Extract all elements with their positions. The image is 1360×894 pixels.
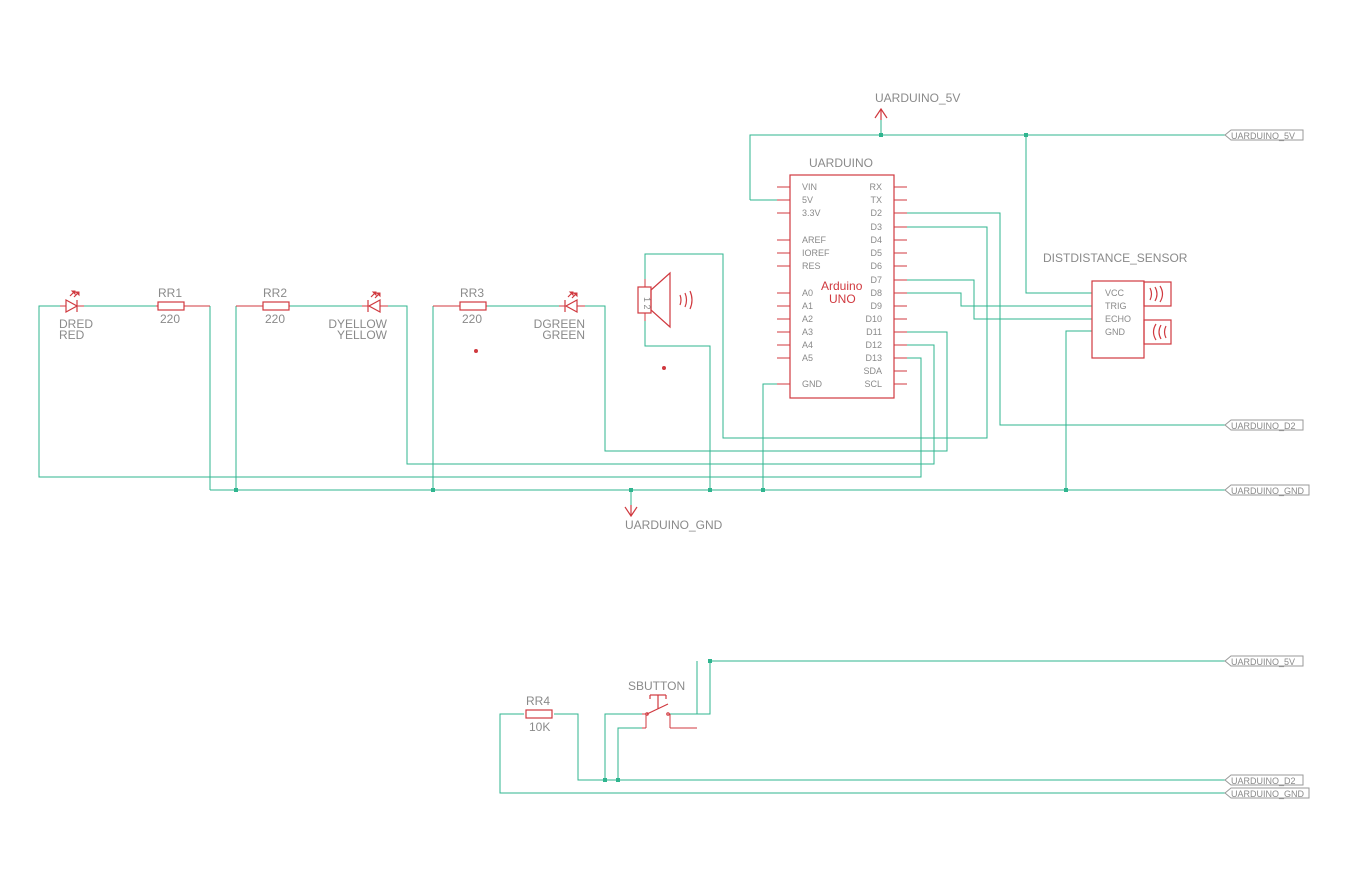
supply-gnd-symbol: UARDUINO_GND xyxy=(624,505,723,532)
supply-5v-symbol: UARDUINO_5V xyxy=(874,91,960,120)
arduino-value-line2: UNO xyxy=(829,292,856,306)
supply-gnd-label: UARDUINO_GND xyxy=(625,518,723,532)
pin-label: D13 xyxy=(865,353,882,363)
pin-label: 3.3V xyxy=(802,208,821,218)
resistor-rr2-name: RR2 xyxy=(263,286,287,300)
buzzer-pin-label: 1 2 xyxy=(642,297,652,310)
pin-label: A5 xyxy=(802,353,813,363)
pin-label: AREF xyxy=(802,235,827,245)
port-5v-bottom-label: UARDUINO_5V xyxy=(1231,657,1295,667)
pin-label: A4 xyxy=(802,340,813,350)
transducer-tx-icon xyxy=(1143,281,1172,307)
port-gnd-bottom-label: UARDUINO_GND xyxy=(1231,789,1305,799)
pin-label: GND xyxy=(802,379,823,389)
pin-label: D5 xyxy=(870,248,882,258)
pin-label: IOREF xyxy=(802,248,830,258)
led-yellow: DYELLOW YELLOW xyxy=(328,291,388,342)
push-button: SBUTTON xyxy=(628,679,697,729)
arduino-right-pins: RX TX D2 D3 D4 D5 D6 D7 D8 D9 D10 D11 D1… xyxy=(863,182,907,389)
led-yellow-value: YELLOW xyxy=(337,328,388,342)
resistor-rr3: RR3 220 xyxy=(433,286,487,353)
led-red: DRED RED xyxy=(59,290,93,342)
led-green-name: DGREEN xyxy=(534,317,585,331)
pin-label: D12 xyxy=(865,340,882,350)
wires xyxy=(38,120,1225,794)
port-5v-top: UARDUINO_5V xyxy=(1224,129,1304,141)
pin-label: GND xyxy=(1105,327,1126,337)
pin-label: TX xyxy=(870,195,882,205)
pin-label: A0 xyxy=(802,288,813,298)
port-gnd-top-label: UARDUINO_GND xyxy=(1231,486,1305,496)
pin-label: VIN xyxy=(802,182,817,192)
transducer-rx-icon xyxy=(1143,319,1172,345)
resistor-rr1: RR1 220 xyxy=(156,286,210,326)
resistor-rr4-name: RR4 xyxy=(526,694,550,708)
pin-label: VCC xyxy=(1105,288,1125,298)
led-red-value: RED xyxy=(59,328,85,342)
pin-label: A2 xyxy=(802,314,813,324)
sound-waves-in-icon xyxy=(1152,323,1167,341)
pin-label: ECHO xyxy=(1105,314,1131,324)
port-d2-top-label: UARDUINO_D2 xyxy=(1231,421,1296,431)
buzzer: 1 2 xyxy=(637,271,693,370)
sensor-name: DISTDISTANCE_SENSOR xyxy=(1043,251,1188,265)
pin-label: RES xyxy=(802,261,821,271)
arduino-value-line1: Arduino xyxy=(821,279,863,293)
resistor-rr3-value: 220 xyxy=(462,312,482,326)
resistor-rr4: RR4 10K xyxy=(525,694,553,734)
pin-label: D2 xyxy=(870,208,882,218)
resistor-rr1-value: 220 xyxy=(160,312,180,326)
distance-sensor: DISTDISTANCE_SENSOR VCC TRIG ECHO GND xyxy=(1043,251,1188,359)
pin-label: D3 xyxy=(870,222,882,232)
pin-label: D11 xyxy=(866,327,882,337)
pin-label: 5V xyxy=(802,195,813,205)
led-yellow-name: DYELLOW xyxy=(328,317,387,331)
pin-label: A1 xyxy=(802,301,813,311)
resistor-rr2: RR2 220 xyxy=(236,286,290,326)
port-d2-bottom: UARDUINO_D2 xyxy=(1224,774,1304,786)
sound-waves-out-icon xyxy=(1149,285,1164,303)
pin-label: RX xyxy=(869,182,882,192)
led-green: DGREEN GREEN xyxy=(534,291,585,342)
pin-label: D8 xyxy=(870,288,882,298)
port-d2-bottom-label: UARDUINO_D2 xyxy=(1231,776,1296,786)
port-d2-top: UARDUINO_D2 xyxy=(1224,419,1304,431)
button-name: SBUTTON xyxy=(628,679,685,693)
led-red-name: DRED xyxy=(59,317,93,331)
arduino-left-pins: VIN 5V 3.3V AREF IOREF RES A0 A1 A2 A3 A… xyxy=(777,182,830,389)
port-5v-bottom: UARDUINO_5V xyxy=(1224,655,1304,667)
led-green-value: GREEN xyxy=(542,328,585,342)
pin-label: A3 xyxy=(802,327,813,337)
arduino-uno: UARDUINO Arduino UNO VIN 5V 3.3V AREF IO… xyxy=(777,156,907,399)
pin-label: D4 xyxy=(870,235,882,245)
resistor-rr2-value: 220 xyxy=(265,312,285,326)
pin-label: SCL xyxy=(864,379,882,389)
pin-label: D7 xyxy=(870,275,882,285)
arduino-name: UARDUINO xyxy=(809,156,873,170)
resistor-rr1-name: RR1 xyxy=(158,286,182,300)
pin-label: D6 xyxy=(870,261,882,271)
pin-label: TRIG xyxy=(1105,301,1127,311)
resistor-rr3-name: RR3 xyxy=(460,286,484,300)
port-gnd-top: UARDUINO_GND xyxy=(1224,484,1310,496)
pin-label: D9 xyxy=(870,301,882,311)
resistor-rr4-value: 10K xyxy=(529,720,550,734)
port-gnd-bottom: UARDUINO_GND xyxy=(1224,787,1310,799)
pin-label: D10 xyxy=(865,314,882,324)
sound-waves-icon xyxy=(679,290,693,310)
port-5v-top-label: UARDUINO_5V xyxy=(1231,131,1295,141)
supply-5v-label: UARDUINO_5V xyxy=(875,91,960,105)
pin-label: SDA xyxy=(863,366,882,376)
